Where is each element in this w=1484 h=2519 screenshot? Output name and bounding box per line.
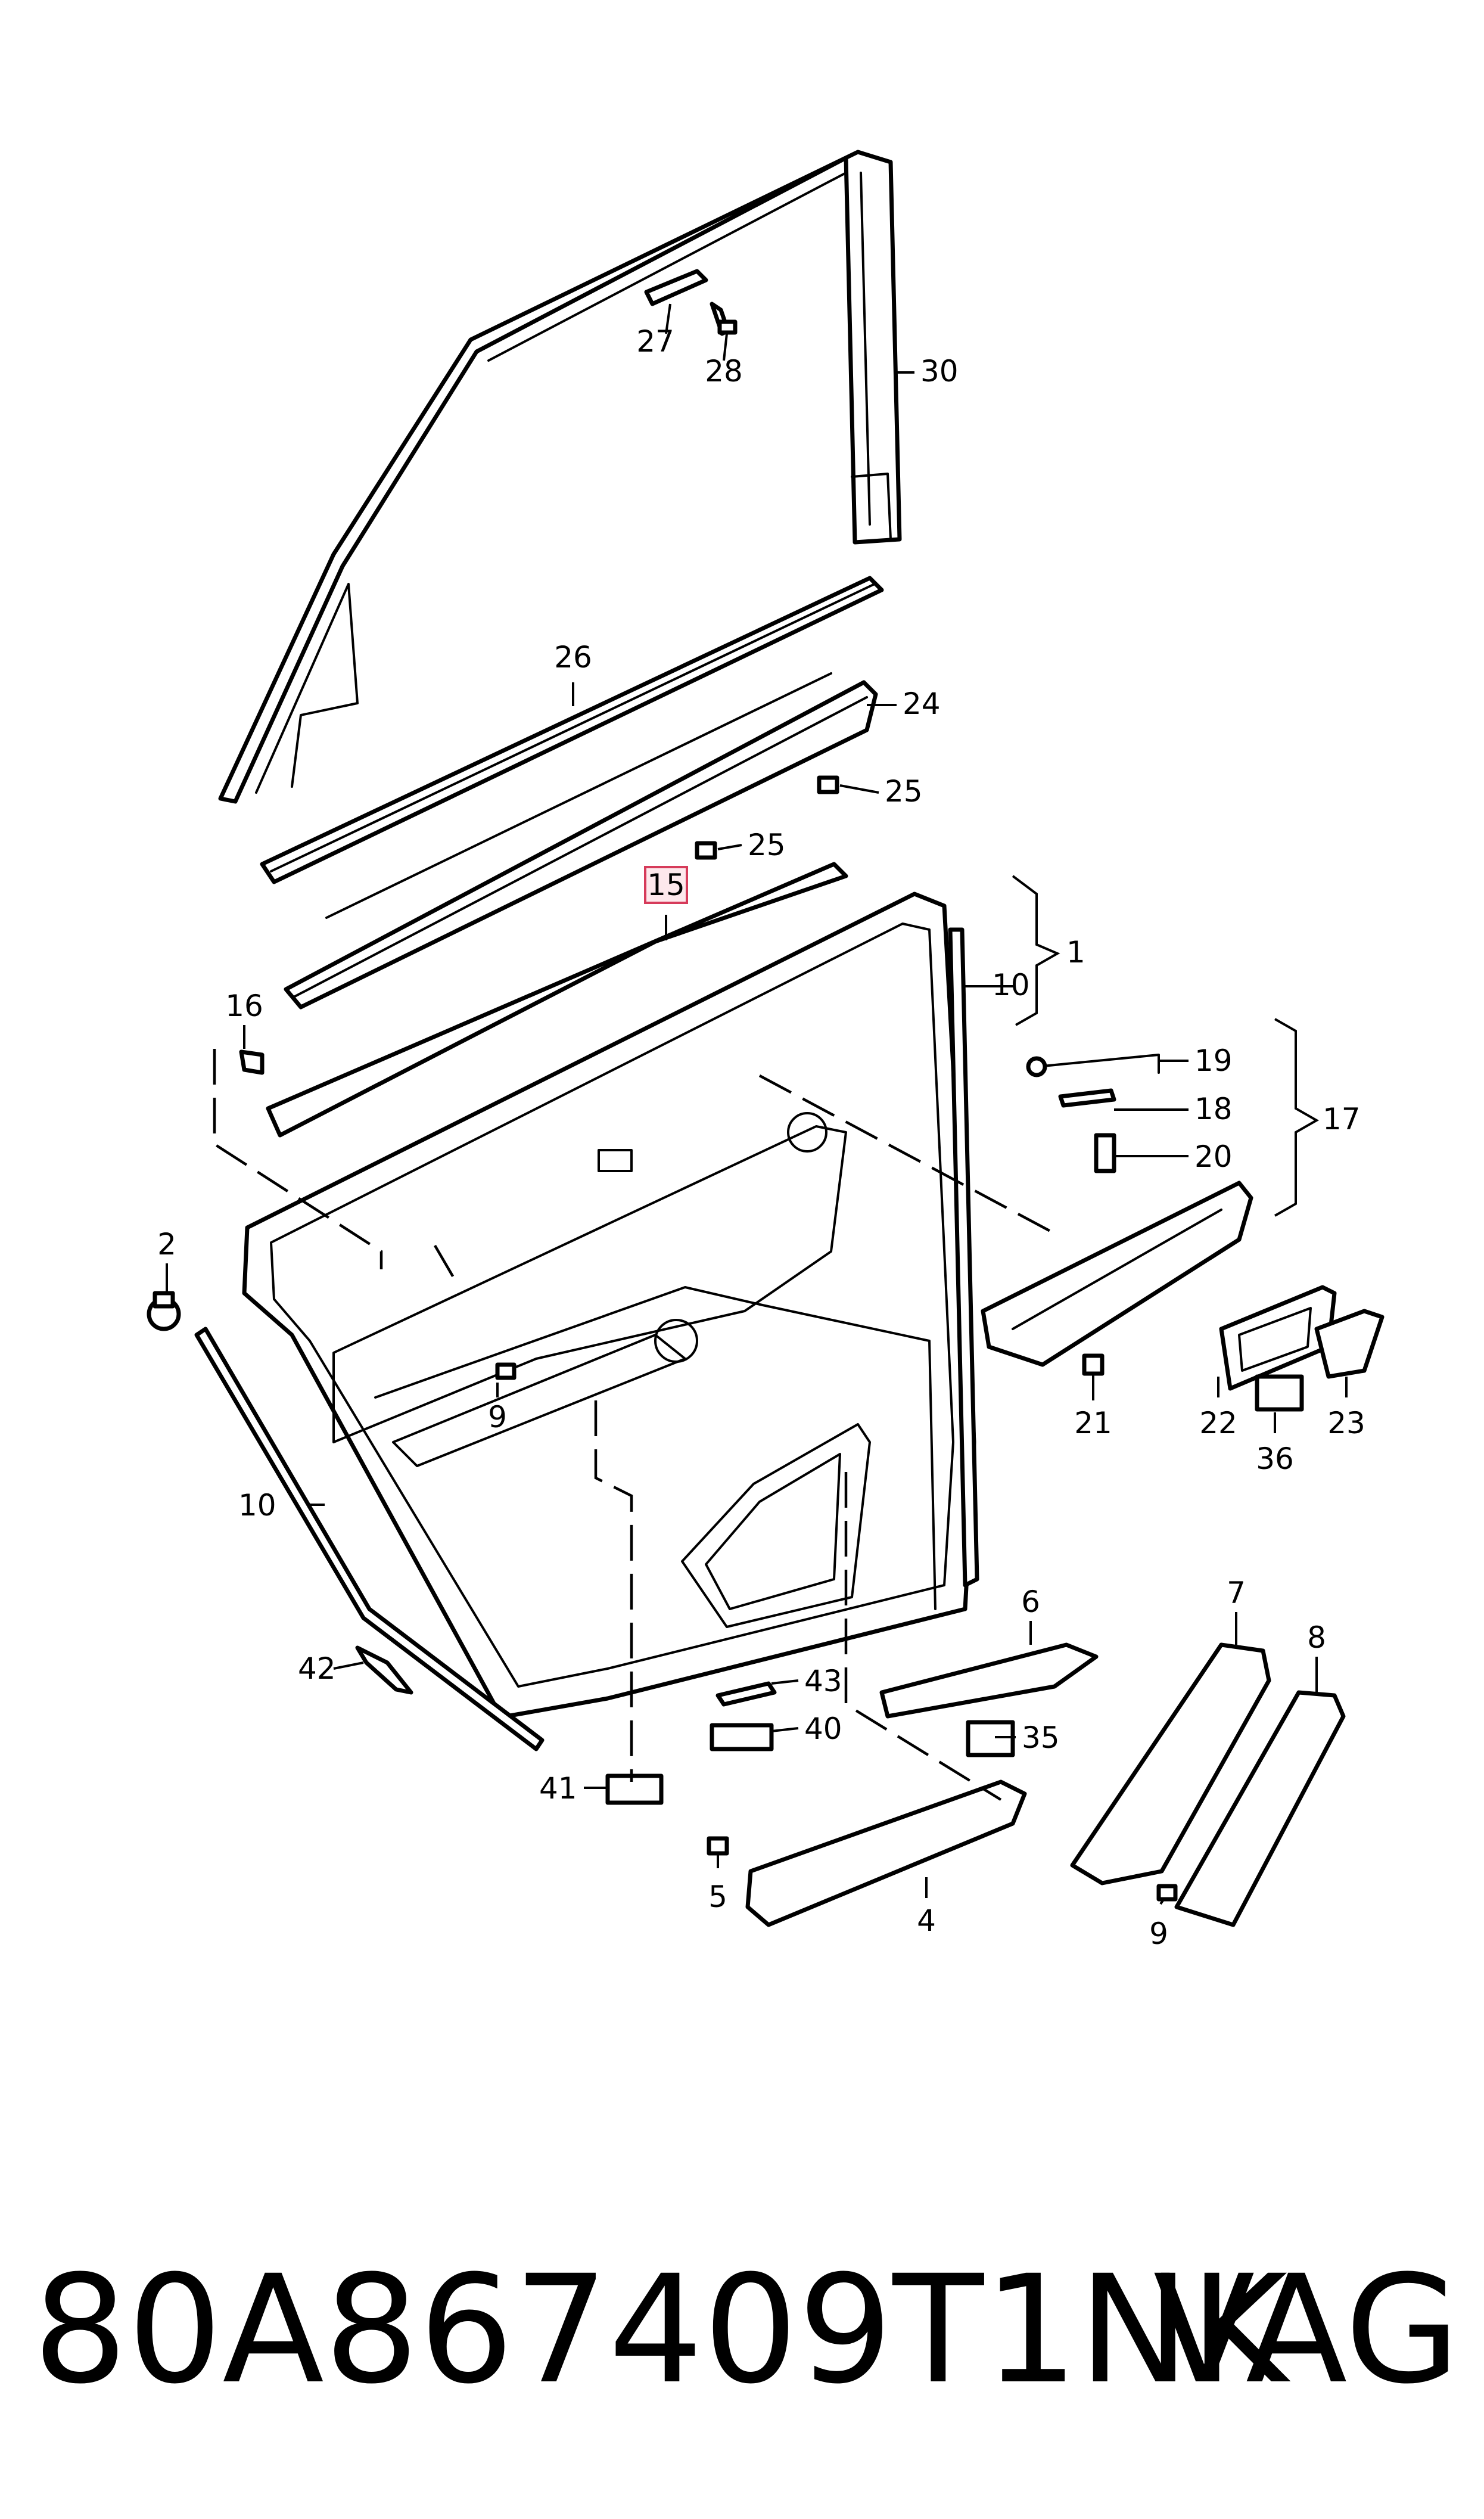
- callout-2: 2: [157, 1227, 176, 1262]
- seal-strip-10-right: [948, 927, 979, 1588]
- reflector-40: [710, 1723, 774, 1751]
- lamp-cable-19: [1026, 1054, 1160, 1077]
- callout-43: 43: [804, 1664, 842, 1698]
- window-inner-strip-24: [284, 672, 878, 1010]
- callout-10-left: 10: [238, 1488, 276, 1523]
- callout-26: 26: [554, 640, 592, 675]
- handle-trim-7: [1070, 1642, 1271, 1886]
- brand-label: VAG: [1153, 2243, 1460, 2416]
- handle-trim-8: [1174, 1690, 1346, 1927]
- callout-6: 6: [1021, 1585, 1040, 1619]
- callout-7: 7: [1227, 1576, 1246, 1610]
- callout-17: 17: [1323, 1102, 1361, 1136]
- clip-42: [355, 1645, 413, 1695]
- upper-trim-strip-15: [266, 862, 848, 1138]
- callout-18: 18: [1194, 1092, 1233, 1126]
- callout-25-upper: 25: [885, 774, 923, 809]
- callout-24: 24: [903, 687, 941, 721]
- callout-4: 4: [917, 1903, 936, 1938]
- clip-16: [239, 1049, 265, 1075]
- callout-15-highlight: [644, 866, 688, 904]
- callout-10-right: 10: [992, 968, 1030, 1002]
- exploded-parts-diagram: 27 28 30 26 24 25 25 15 1 10 16 19 18 17…: [147, 150, 1385, 1951]
- bezel-22: [1219, 1285, 1337, 1391]
- armrest-4: [745, 1779, 1027, 1927]
- callout-21: 21: [1074, 1406, 1112, 1440]
- group-bracket-1: [1012, 875, 1060, 1026]
- clip-2: [147, 1291, 181, 1331]
- lamp-holder-18: [1058, 1088, 1116, 1108]
- screw-9-lower: [1156, 1884, 1178, 1902]
- callout-23: 23: [1327, 1406, 1365, 1440]
- group-bracket-17: [1274, 1018, 1320, 1217]
- callout-36: 36: [1256, 1442, 1294, 1476]
- screw-21: [1082, 1353, 1105, 1376]
- callout-9-upper: 9: [488, 1400, 507, 1434]
- switch-housing-6: [879, 1642, 1099, 1719]
- callout-28: 28: [705, 354, 743, 389]
- callout-15: 15: [647, 868, 685, 902]
- footer: 80A867409T1NK VAG: [0, 2241, 1484, 2419]
- callout-1: 1: [1066, 935, 1085, 970]
- switch-36: [1255, 1374, 1304, 1412]
- callout-42: 42: [298, 1651, 336, 1686]
- clip-27: [644, 269, 708, 306]
- seal-strip-10-left: [194, 1327, 545, 1751]
- screw-25-lower: [695, 841, 717, 860]
- speaker-grille-23: [1314, 1309, 1385, 1379]
- callout-27: 27: [636, 324, 674, 359]
- clip-43: [715, 1681, 777, 1707]
- handle-housing-bracket: [981, 1181, 1253, 1367]
- callout-16: 16: [225, 989, 263, 1023]
- callout-9-lower: 9: [1149, 1917, 1168, 1951]
- window-frame-trim-30: [218, 150, 902, 804]
- screw-25-upper: [817, 775, 839, 794]
- callout-8: 8: [1307, 1620, 1326, 1655]
- callout-22: 22: [1199, 1406, 1237, 1440]
- lamp-41: [605, 1773, 664, 1805]
- window-seal-strip-26: [260, 576, 884, 884]
- callout-30: 30: [920, 354, 959, 389]
- callout-5: 5: [708, 1880, 727, 1914]
- callout-20: 20: [1194, 1139, 1233, 1174]
- screw-28: [710, 302, 738, 336]
- callout-25-lower: 25: [748, 828, 786, 862]
- callout-19: 19: [1194, 1043, 1233, 1078]
- callout-35: 35: [1022, 1720, 1060, 1755]
- part-number: 80A867409T1NK: [33, 2243, 1288, 2416]
- door-trim-panel-1: [242, 892, 976, 1719]
- assembly-lines: [213, 1049, 1062, 1801]
- screw-5: [707, 1836, 729, 1856]
- switch-35: [966, 1720, 1015, 1757]
- leader-lines: [166, 303, 1348, 1905]
- bulb-20: [1094, 1133, 1116, 1173]
- callout-40: 40: [804, 1712, 842, 1746]
- callout-41: 41: [539, 1771, 577, 1806]
- screw-9-upper: [495, 1362, 517, 1380]
